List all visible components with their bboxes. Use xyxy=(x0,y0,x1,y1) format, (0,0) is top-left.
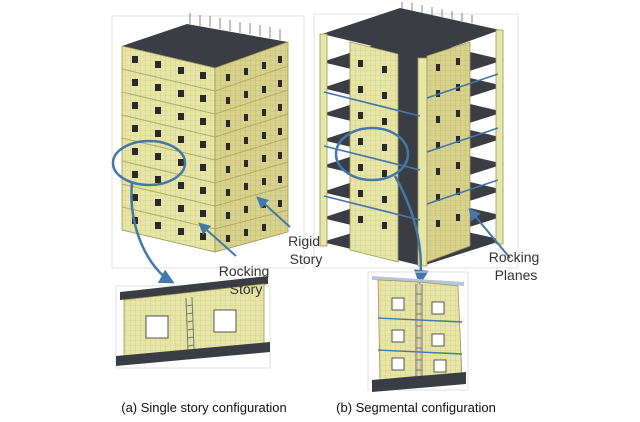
right-roof xyxy=(322,8,500,58)
right-detail-joints xyxy=(377,317,463,355)
left-detail-window-2 xyxy=(213,309,237,333)
right-roof-rebars xyxy=(401,2,473,23)
left-roof-rebars xyxy=(189,13,281,40)
left-callout-ellipse xyxy=(111,139,187,187)
caption-single-story: (a) Single story configuration xyxy=(121,400,286,415)
right-side-core xyxy=(426,41,471,263)
right-floor-slabs xyxy=(322,36,504,266)
right-detail-top-beam xyxy=(372,276,464,286)
rocking-story-pointer xyxy=(198,222,237,257)
right-detail-frame xyxy=(367,271,469,391)
right-callout-arrow xyxy=(393,175,429,285)
right-callout-ellipse xyxy=(334,126,410,182)
caption-segmental: (b) Segmental configuration xyxy=(336,400,496,415)
right-detail-base xyxy=(372,372,466,392)
left-detail-window-1 xyxy=(145,315,169,339)
left-panel-frame xyxy=(111,15,305,269)
segmental-detail xyxy=(367,271,469,392)
left-roof xyxy=(122,24,288,68)
label-rocking-planes: Rocking Planes xyxy=(489,249,543,283)
label-rigid-story: Rigid Story xyxy=(288,233,324,267)
left-side-windows xyxy=(226,56,282,242)
rocking-planes-pointer xyxy=(468,208,511,259)
single-story-detail xyxy=(115,276,271,369)
left-callout-arrow xyxy=(130,182,175,284)
left-side-facade xyxy=(214,41,289,253)
segmental-building xyxy=(319,2,511,285)
label-rocking-story: Rocking Story xyxy=(219,263,273,297)
right-detail-connector xyxy=(415,284,423,376)
left-detail-connector xyxy=(185,296,195,351)
single-story-building xyxy=(111,13,291,284)
rigid-story-pointer xyxy=(256,196,291,228)
left-front-windows xyxy=(132,56,206,240)
left-detail-top-beam xyxy=(120,276,268,300)
right-detail-windows xyxy=(391,297,447,373)
left-detail-base xyxy=(116,342,270,366)
right-front-core xyxy=(349,41,399,263)
